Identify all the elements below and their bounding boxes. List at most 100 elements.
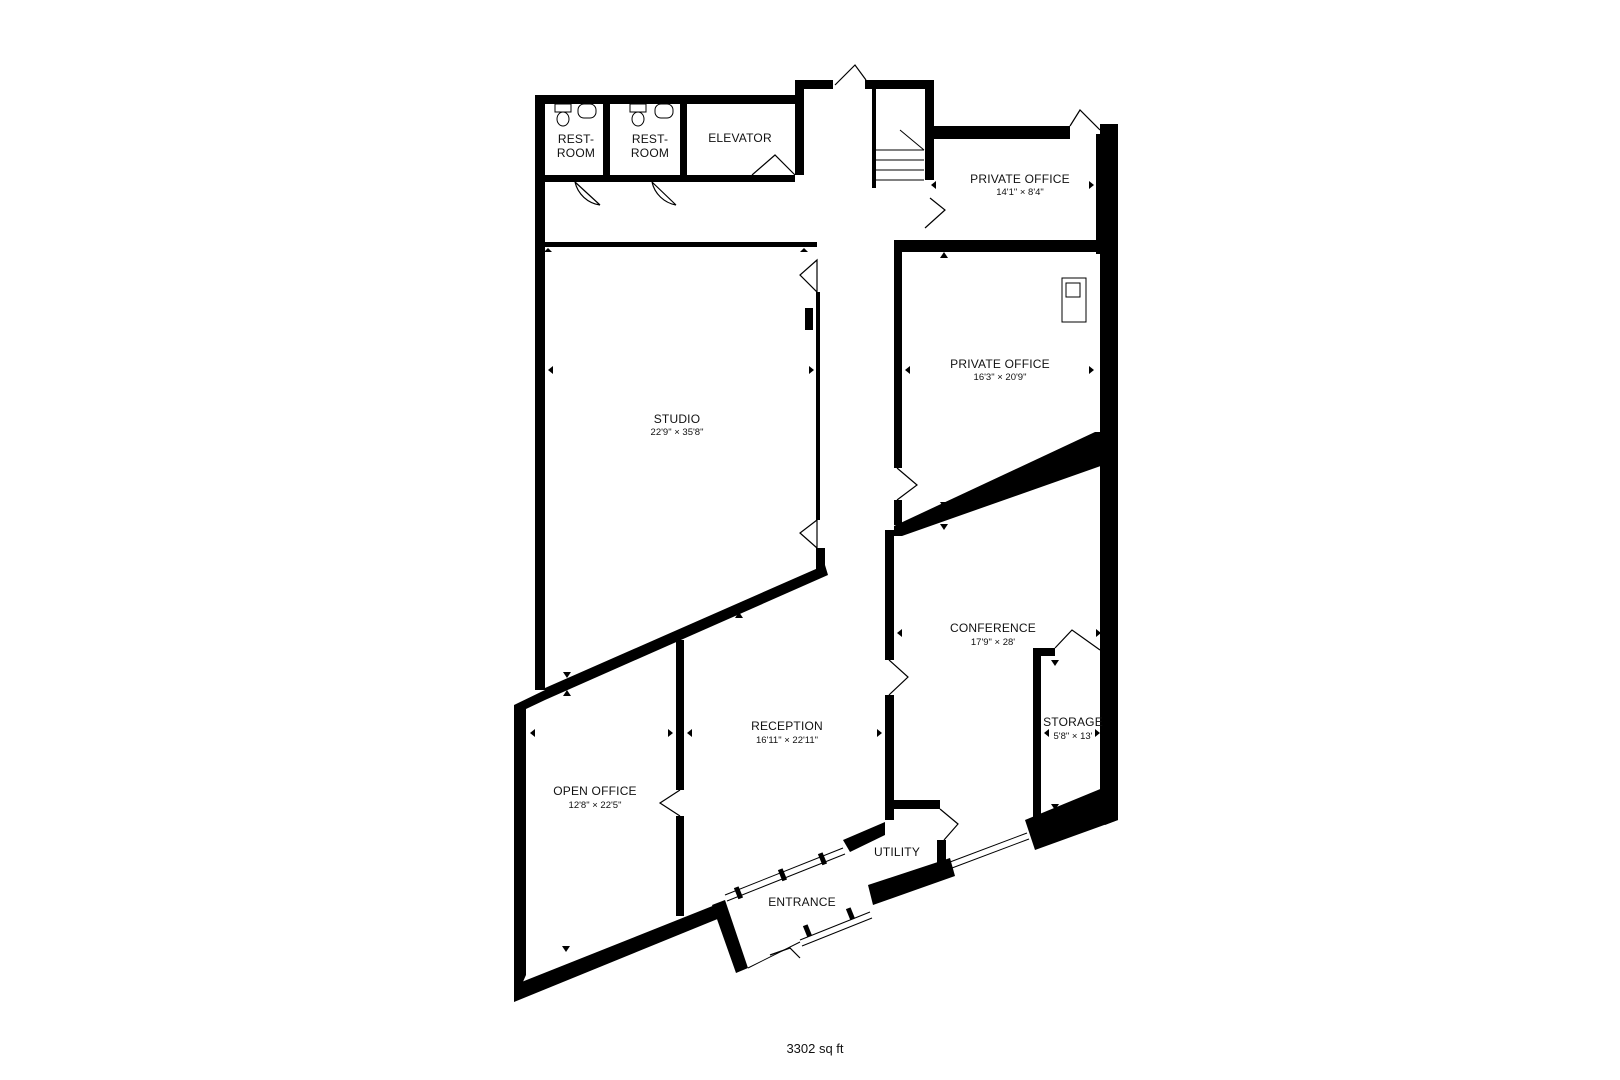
door-restroom-1 [574, 181, 601, 206]
private-office-mid-dims: 16'3" × 20'9" [974, 372, 1027, 383]
stair-rail [872, 88, 876, 188]
toilet-tank-icon [629, 103, 647, 113]
dim-marker [877, 729, 882, 737]
sink-icon [577, 103, 597, 119]
wall-po-mid-left [894, 240, 902, 468]
door-studio-upper [799, 258, 818, 294]
door-restroom-2 [651, 181, 677, 206]
elevator-label: ELEVATOR [708, 131, 772, 145]
wall-oo-rec-lower [676, 816, 684, 916]
dim-marker [940, 502, 948, 508]
kitchen-sink-icon [1065, 282, 1081, 298]
dim-marker [1051, 660, 1059, 666]
dim-marker [735, 612, 743, 618]
wall-studio-right [816, 292, 820, 520]
door-po-top-right [1069, 109, 1101, 131]
utility-label: UTILITY [874, 845, 920, 859]
dimension-markers [530, 181, 1101, 952]
wall-right-lower [1100, 464, 1118, 825]
window-line [801, 917, 873, 947]
door-top-entry [834, 64, 867, 86]
wall-entrance-right [843, 822, 885, 852]
dim-marker [668, 729, 673, 737]
dim-marker [563, 690, 571, 696]
wall-restroom-divider-2 [680, 100, 687, 182]
wall-storage-top [1033, 648, 1055, 656]
toilet-icon [556, 111, 570, 127]
dim-marker [1096, 629, 1101, 637]
wall-studio-top [545, 242, 817, 247]
wall-elevator-right [795, 80, 804, 175]
dim-marker [562, 946, 570, 952]
door-po-mid [896, 467, 918, 501]
storage-dims: 5'8" × 13' [1054, 731, 1093, 742]
dim-marker [897, 629, 902, 637]
wall-studio-right-lower [816, 548, 825, 570]
reception-dims: 16'11" × 22'11" [756, 735, 818, 746]
wall-diagonal-po-conf [894, 432, 1112, 536]
wall-conf-left-upper [885, 530, 894, 660]
sink-icon [654, 103, 674, 119]
stairs-icon [876, 129, 925, 181]
doors [574, 64, 1101, 959]
open-office-dims: 12'8" × 22'5" [569, 800, 622, 811]
walls [514, 80, 1118, 1002]
wall-po-divider [894, 240, 1106, 252]
dim-marker [544, 248, 552, 252]
studio-dims: 22'9" × 35'8" [651, 427, 704, 438]
dim-marker [548, 366, 553, 374]
window-line [747, 941, 801, 969]
dim-marker [1095, 729, 1100, 737]
wall-entrance-left [712, 900, 748, 973]
wall-top-center [865, 80, 933, 89]
wall-bottom-diagonal [514, 905, 720, 1002]
door-conference [888, 659, 909, 696]
window-line [724, 847, 844, 896]
door-studio-lower [799, 518, 818, 550]
toilet-icon [631, 111, 645, 127]
window-line [951, 838, 1030, 869]
storage-label: STORAGE [1043, 715, 1103, 729]
open-office-label: OPEN OFFICE [553, 784, 637, 798]
entrance-label: ENTRANCE [768, 895, 836, 909]
wall-restroom-bottom [545, 175, 795, 182]
door-po-top-left [924, 197, 946, 229]
wall-utility-right [937, 840, 946, 870]
wall-oo-rec-upper [676, 640, 684, 790]
wall-po-mid-left-lower [894, 500, 902, 525]
wall-utility-top [885, 800, 940, 809]
private-office-mid-label: PRIVATE OFFICE [950, 357, 1050, 371]
door-elevator [751, 154, 796, 176]
wall-utility-bottom [868, 858, 955, 905]
wall-restroom-divider-1 [603, 100, 610, 182]
window-mullion [777, 868, 788, 882]
dim-marker [800, 248, 808, 252]
wall-top-jog [795, 80, 833, 89]
conference-dims: 17'9" × 28' [971, 637, 1015, 648]
wall-open-office-left [514, 690, 545, 1002]
wall-left-upper [535, 95, 545, 690]
toilet-tank-icon [554, 103, 572, 113]
wall-storage-left [1033, 648, 1041, 818]
door-entrance [769, 947, 801, 959]
window-line [949, 832, 1028, 863]
studio-column [805, 308, 813, 330]
dim-marker [809, 366, 814, 374]
window-mullion [733, 886, 744, 900]
wall-diagonal-studio [545, 565, 828, 700]
door-open-office [658, 789, 681, 817]
dim-marker [1089, 366, 1094, 374]
dim-marker [905, 366, 910, 374]
reception-label: RECEPTION [751, 719, 823, 733]
wall-conf-left-lower [885, 695, 894, 820]
private-office-top-label: PRIVATE OFFICE [970, 172, 1070, 186]
dim-marker [1044, 729, 1049, 737]
dim-marker [1089, 181, 1094, 189]
window-mullion [817, 852, 828, 866]
door-utility [939, 808, 959, 841]
window-mullion [845, 907, 856, 921]
conference-label: CONFERENCE [950, 621, 1036, 635]
dim-marker [563, 672, 571, 678]
wall-top-left [535, 95, 800, 104]
